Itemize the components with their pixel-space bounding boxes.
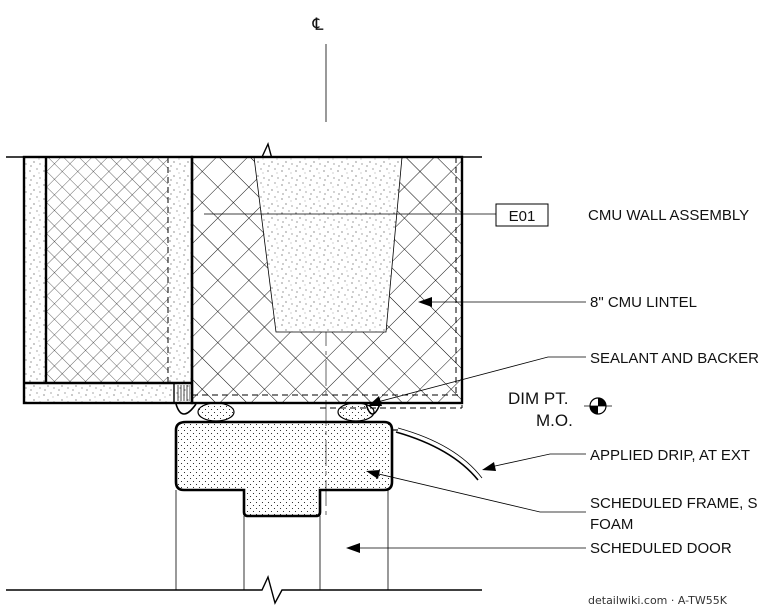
leader-cmu-lintel bbox=[418, 297, 586, 307]
bottom-break-line bbox=[6, 574, 482, 605]
label-mo: M.O. bbox=[536, 411, 573, 430]
cmu-lintel-block bbox=[190, 155, 464, 409]
leader-sealant bbox=[368, 356, 586, 406]
label-cmu-wall-assembly: CMU WALL ASSEMBLY bbox=[588, 207, 749, 224]
leader-applied-drip bbox=[482, 453, 586, 471]
leader-scheduled-door bbox=[346, 543, 586, 553]
watermark: detailwiki.com · A-TW55K bbox=[588, 594, 728, 607]
scheduled-door bbox=[175, 490, 389, 590]
label-applied-drip: APPLIED DRIP, AT EXT bbox=[590, 447, 750, 464]
scheduled-frame bbox=[174, 420, 394, 518]
label-sealant: SEALANT AND BACKER bbox=[590, 350, 759, 367]
sealant-backer-left bbox=[175, 402, 235, 422]
sealant-backer-right bbox=[337, 402, 381, 422]
e01-tag: E01 bbox=[509, 208, 536, 225]
applied-drip bbox=[392, 427, 483, 481]
label-scheduled-frame: SCHEDULED FRAME, S bbox=[590, 495, 758, 512]
label-dim-pt: DIM PT. bbox=[508, 389, 568, 408]
leader-scheduled-frame bbox=[366, 470, 586, 513]
left-cmu-wall bbox=[22, 155, 194, 405]
dim-point-symbol bbox=[584, 397, 612, 415]
label-scheduled-door: SCHEDULED DOOR bbox=[590, 540, 732, 557]
label-foam: FOAM bbox=[590, 516, 633, 533]
e01-tag-box bbox=[495, 203, 549, 227]
label-cmu-lintel: 8" CMU LINTEL bbox=[590, 294, 697, 311]
centerline-symbol: ℄ bbox=[312, 15, 324, 34]
